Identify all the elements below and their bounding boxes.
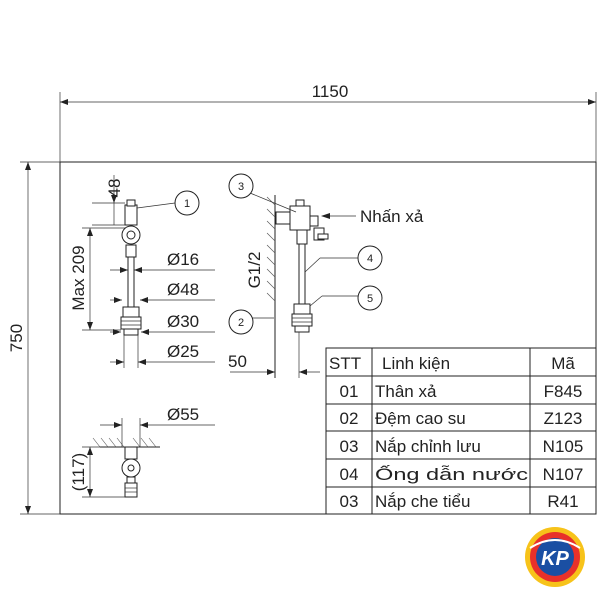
balloon-2-label: 2 bbox=[238, 317, 244, 329]
balloon-1-label: 1 bbox=[184, 198, 190, 210]
diameter-25: Ø25 bbox=[110, 335, 215, 368]
balloon-4-label: 4 bbox=[367, 253, 373, 265]
h117-label: (117) bbox=[69, 453, 88, 491]
logo-text: KP bbox=[541, 548, 569, 570]
balloon-5-label: 5 bbox=[367, 293, 373, 305]
overall-height-dimension: 750 bbox=[7, 162, 31, 514]
diameter-30: Ø30 bbox=[110, 312, 215, 335]
press-label: Nhấn xả bbox=[360, 207, 424, 226]
table-header-stt: STT bbox=[329, 354, 361, 373]
balloon-2 bbox=[228, 309, 254, 335]
table-row-2-code: Z123 bbox=[544, 409, 583, 428]
overall-width-label: 1150 bbox=[312, 82, 349, 101]
overall-width-dimension: 1150 bbox=[60, 82, 596, 105]
bottom-view: Ø55 (117) bbox=[69, 405, 215, 498]
d30-label: Ø30 bbox=[167, 312, 199, 331]
table-row-4-code: N107 bbox=[543, 465, 584, 484]
table-row-4-part: Ống dẫn nước bbox=[375, 464, 529, 484]
kp-logo: KP bbox=[525, 527, 585, 587]
balloon-4 bbox=[357, 245, 383, 271]
wall-offset-label: 50 bbox=[228, 352, 247, 371]
table-row-5-part: Nắp che tiểu bbox=[375, 492, 470, 511]
d25-label: Ø25 bbox=[167, 342, 199, 361]
balloon-3-label: 3 bbox=[238, 181, 244, 193]
balloon-3 bbox=[228, 173, 254, 199]
table-row-3-stt: 03 bbox=[340, 437, 359, 456]
parts-table: STT Linh kiện Mã 01 Thân xả F845 02 Đệm … bbox=[325, 347, 597, 515]
d16-label: Ø16 bbox=[167, 250, 199, 269]
front-view: 48 Max 209 Ø16 Ø48 Ø30 bbox=[69, 175, 215, 368]
table-row-1-code: F845 bbox=[544, 382, 583, 401]
table-row-1-stt: 01 bbox=[340, 382, 359, 401]
balloon-5 bbox=[357, 285, 383, 311]
diameter-48: Ø48 bbox=[110, 280, 215, 303]
d55-label: Ø55 bbox=[167, 405, 199, 424]
table-header-part: Linh kiện bbox=[382, 354, 450, 373]
top-offset-label: 48 bbox=[105, 179, 124, 198]
table-header-code: Mã bbox=[551, 354, 575, 373]
table-row-5-stt: 03 bbox=[340, 492, 359, 511]
balloon-1 bbox=[174, 190, 200, 216]
overall-height-label: 750 bbox=[7, 324, 26, 352]
table-row-5-code: R41 bbox=[547, 492, 578, 511]
max-height-label: Max 209 bbox=[69, 245, 88, 310]
thread-label: G1/2 bbox=[245, 252, 264, 289]
table-row-3-code: N105 bbox=[543, 437, 584, 456]
d48-label: Ø48 bbox=[167, 280, 199, 299]
table-row-2-stt: 02 bbox=[340, 409, 359, 428]
diameter-16: Ø16 bbox=[110, 250, 215, 273]
table-row-3-part: Nắp chỉnh lưu bbox=[375, 437, 481, 456]
table-row-4-stt: 04 bbox=[340, 465, 359, 484]
side-view: G1/2 50 Nhấn xả 3 2 4 5 bbox=[228, 173, 424, 378]
table-row-2-part: Đệm cao su bbox=[375, 409, 466, 428]
table-row-1-part: Thân xả bbox=[375, 382, 437, 401]
